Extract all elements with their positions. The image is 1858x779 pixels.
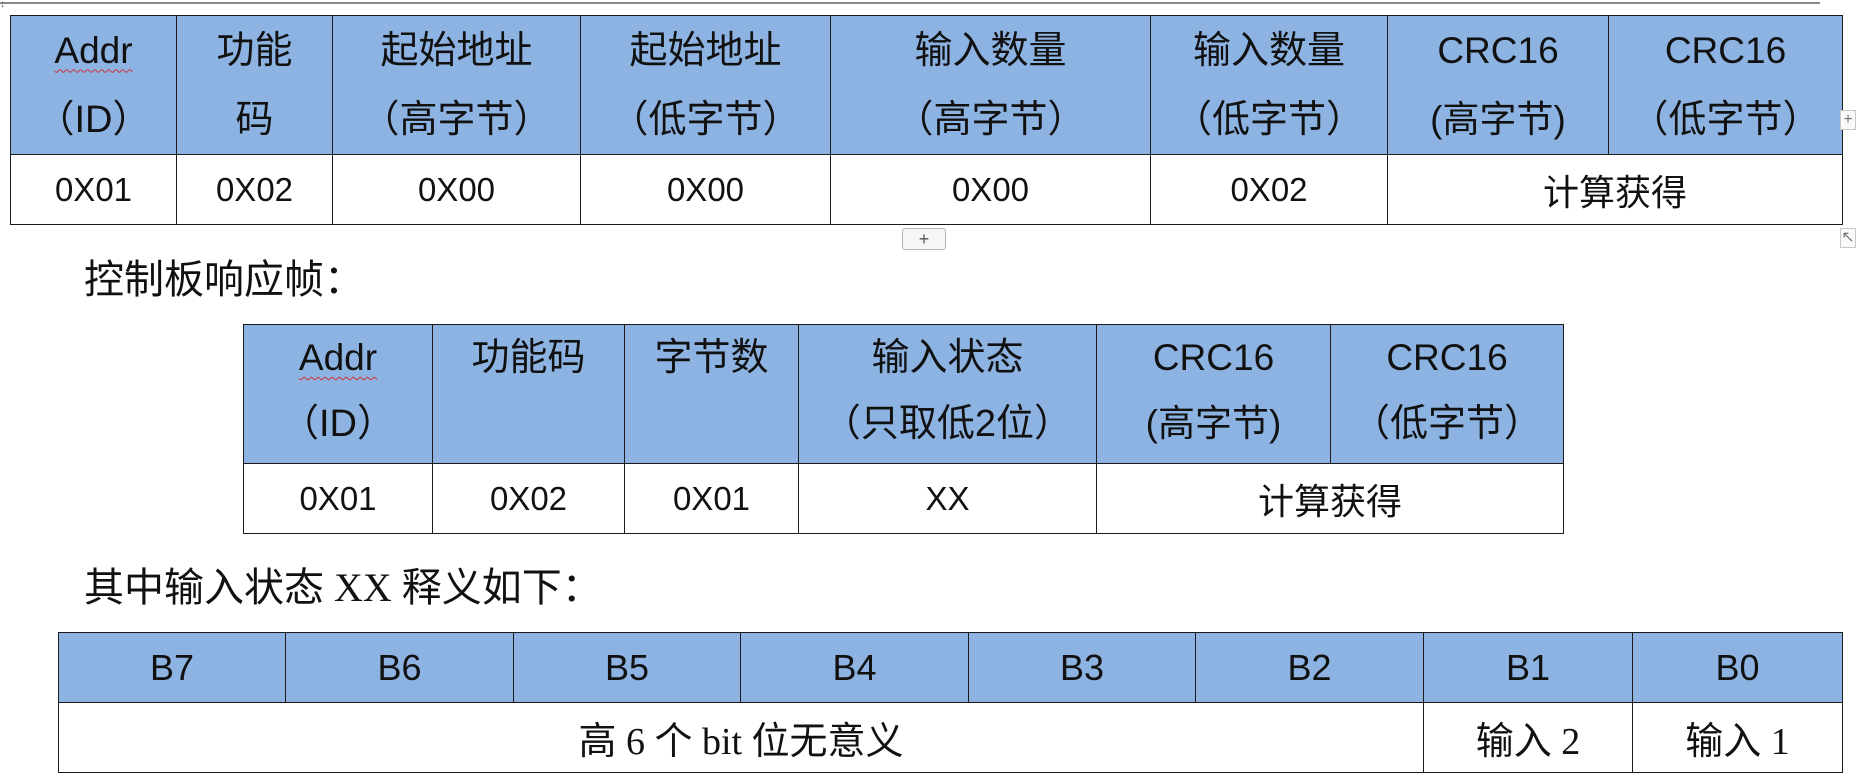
response-frame-heading: 控制板响应帧： [84, 257, 364, 302]
header-crc16-high: CRC16(高字节) [1387, 15, 1609, 155]
input-status-heading: 其中输入状态 XX 释义如下： [84, 565, 602, 610]
header-addr: Addr（ID） [10, 15, 177, 155]
bit-header-b4: B4 [740, 632, 969, 703]
bit-b1-description[interactable]: 输入 2 [1423, 702, 1633, 773]
bit-header-b3: B3 [968, 632, 1196, 703]
page-top-border [0, 2, 1820, 4]
table-move-handle-icon[interactable]: ↕ [0, 0, 5, 10]
value-byte-count[interactable]: 0X01 [624, 463, 799, 534]
input-status-bits-table: B7 B6 B5 B4 B3 B2 B1 B0 高 6 个 bit 位无意义 输… [58, 632, 1843, 773]
bit-header-b6: B6 [285, 632, 514, 703]
value-addr[interactable]: 0X01 [243, 463, 433, 534]
response-frame-table: Addr（ID） 功能码 字节数 输入状态（只取低2位） CRC16(高字节) … [243, 324, 1564, 534]
header-input-count-high: 输入数量（高字节） [830, 15, 1151, 155]
header-byte-count: 字节数 [624, 324, 799, 464]
value-input-count-high[interactable]: 0X00 [830, 154, 1151, 225]
bit-header-b1: B1 [1423, 632, 1633, 703]
bit-header-b5: B5 [513, 632, 741, 703]
value-function-code[interactable]: 0X02 [176, 154, 333, 225]
add-row-button[interactable]: + [902, 228, 946, 250]
value-input-count-low[interactable]: 0X02 [1150, 154, 1388, 225]
value-start-address-low[interactable]: 0X00 [580, 154, 831, 225]
header-start-address-low: 起始地址（低字节） [580, 15, 831, 155]
value-start-address-high[interactable]: 0X00 [332, 154, 581, 225]
header-addr: Addr（ID） [243, 324, 433, 464]
value-addr[interactable]: 0X01 [10, 154, 177, 225]
value-crc16[interactable]: 计算获得 [1387, 154, 1843, 225]
table-resize-icon[interactable]: ↖ [1840, 228, 1856, 248]
header-input-status: 输入状态（只取低2位） [798, 324, 1097, 464]
header-input-count-low: 输入数量（低字节） [1150, 15, 1388, 155]
bit-b0-description[interactable]: 输入 1 [1632, 702, 1843, 773]
bit-header-b7: B7 [58, 632, 286, 703]
bit-header-b0: B0 [1632, 632, 1843, 703]
header-start-address-high: 起始地址（高字节） [332, 15, 581, 155]
value-crc16[interactable]: 计算获得 [1096, 463, 1564, 534]
header-function-code: 功能码 [176, 15, 333, 155]
header-crc16-low: CRC16（低字节） [1330, 324, 1564, 464]
high-bits-description[interactable]: 高 6 个 bit 位无意义 [58, 702, 1424, 773]
header-crc16-high: CRC16(高字节) [1096, 324, 1331, 464]
bit-header-b2: B2 [1195, 632, 1424, 703]
add-column-icon[interactable]: + [1840, 110, 1856, 130]
value-input-status[interactable]: XX [798, 463, 1097, 534]
header-function-code: 功能码 [432, 324, 625, 464]
request-frame-table: Addr（ID） 功能码 起始地址（高字节） 起始地址（低字节） 输入数量（高字… [10, 15, 1843, 225]
header-crc16-low: CRC16（低字节） [1608, 15, 1843, 155]
value-function-code[interactable]: 0X02 [432, 463, 625, 534]
